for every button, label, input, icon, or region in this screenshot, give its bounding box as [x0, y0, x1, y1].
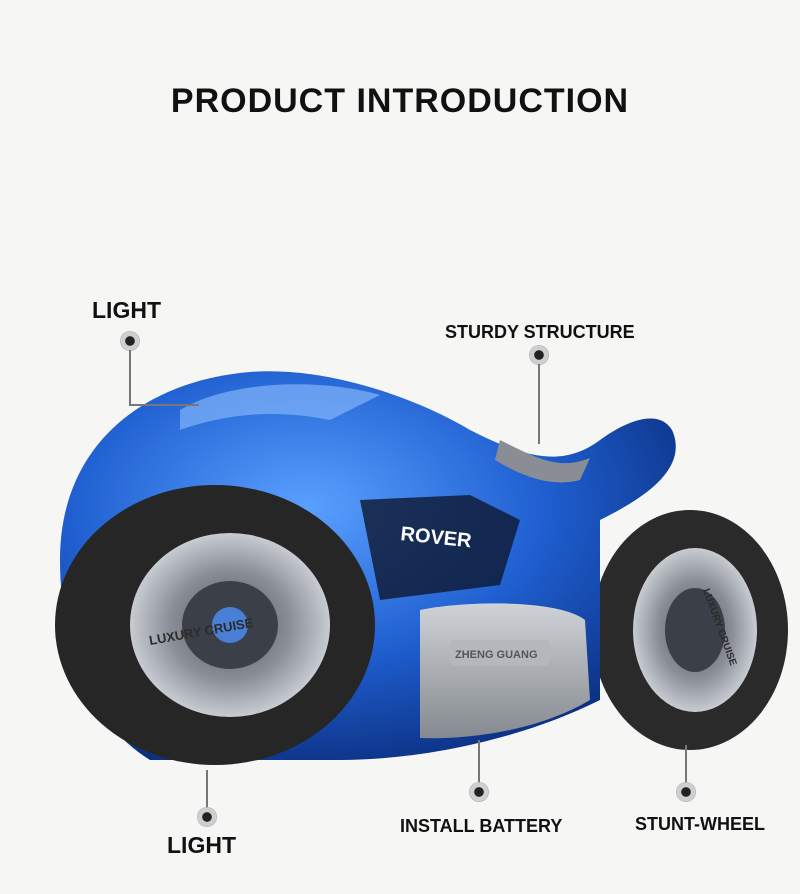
page-title: PRODUCT INTRODUCTION	[170, 82, 630, 120]
label-stunt-wheel: STUNT-WHEEL	[635, 814, 765, 834]
callout-line-sturdy	[538, 364, 540, 444]
callout-line-light-bottom	[206, 770, 208, 812]
label-light-bottom: LIGHT	[167, 832, 236, 858]
callout-line-battery	[478, 740, 480, 785]
callout-line-light-top-h	[129, 404, 199, 406]
callout-dot-stunt	[677, 783, 695, 801]
callout-dot-battery	[470, 783, 488, 801]
callout-dot-light-bottom	[198, 808, 216, 826]
rear-wheel	[592, 510, 788, 750]
callout-line-light-top	[129, 350, 131, 405]
label-install-battery: INSTALL BATTERY	[400, 816, 563, 836]
callout-line-stunt	[685, 745, 687, 785]
callout-dot-sturdy	[530, 346, 548, 364]
callout-dot-light-top	[121, 332, 139, 350]
front-wheel	[55, 485, 375, 765]
plate-decal: ZHENG GUANG	[455, 649, 538, 661]
label-light-top: LIGHT	[92, 297, 161, 323]
label-sturdy-structure: STURDY STRUCTURE	[445, 322, 635, 342]
